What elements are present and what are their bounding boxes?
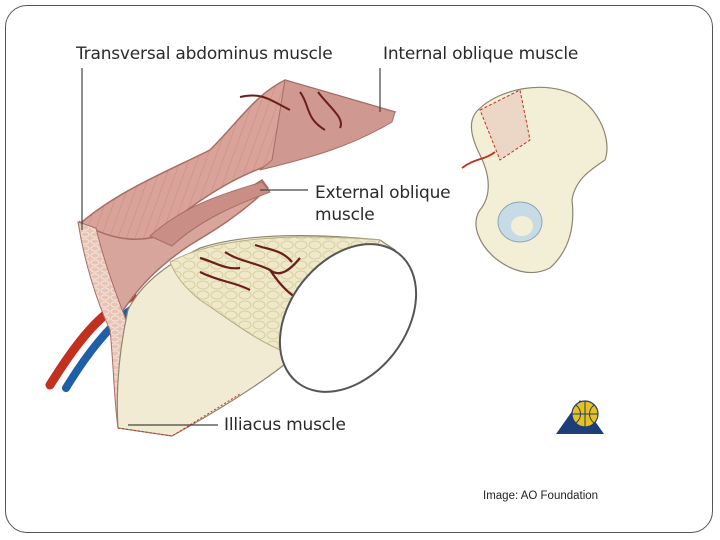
external-oblique-muscle-shape [149,181,271,247]
label-iliacus-muscle: Illiacus muscle [224,415,346,435]
label-internal-oblique-muscle: Internal oblique muscle [383,44,579,64]
leader-lines [81,68,381,426]
ao-foundation-globe-logo-icon [556,400,604,434]
label-transversal-abdominus-muscle: Transversal abdominus muscle [76,44,333,64]
image-credit-caption: Image: AO Foundation [483,490,599,502]
label-external-oblique-line-2: muscle [315,205,375,225]
pelvis-inset-illustration [461,86,608,273]
transversal-abdominus-muscle-shape [81,79,397,302]
iliac-crest-bone-graft [116,234,418,437]
label-external-oblique-line-1: External oblique [315,183,451,203]
